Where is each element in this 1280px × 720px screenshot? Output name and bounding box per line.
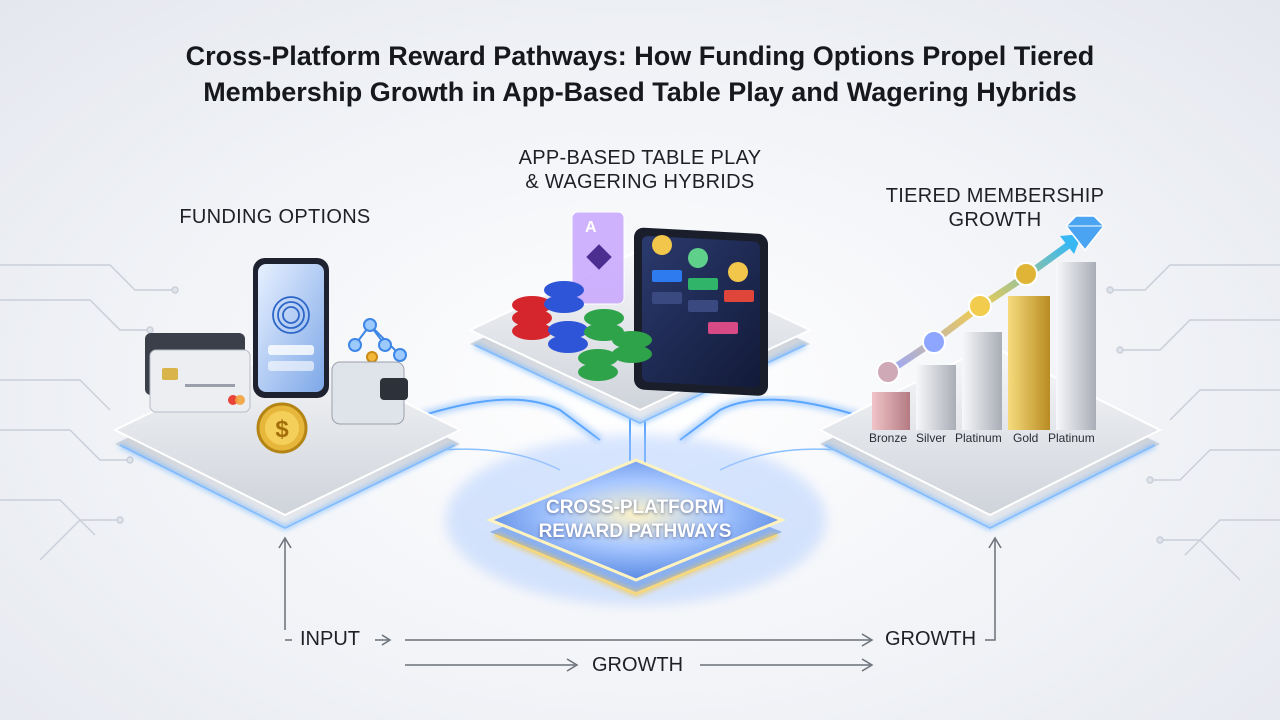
wallet-icon (331, 361, 408, 425)
tier-bars (872, 262, 1096, 430)
tier-bar-platinum-2 (1056, 262, 1096, 430)
tier-bar-bronze (872, 392, 910, 430)
tier-bar-gold (1008, 296, 1050, 430)
center-hub (446, 435, 826, 605)
flow-label-growth-right: GROWTH (885, 628, 977, 650)
tier-bar-silver (916, 365, 956, 430)
center-label-line-2: REWARD PATHWAYS (538, 521, 732, 542)
tier-label-platinum-1: Platinum (955, 431, 1002, 445)
flow-arrows (278, 536, 1002, 672)
center-label-line-1: CROSS-PLATFORM (545, 497, 725, 518)
table-play-label: APP-BASED TABLE PLAY & WAGERING HYBRIDS (480, 146, 800, 194)
credit-card-icon (145, 333, 251, 413)
svg-text:$: $ (275, 416, 289, 443)
flow-label-growth-bottom: GROWTH (592, 654, 684, 676)
membership-label-line-2: GROWTH (948, 209, 1042, 231)
tablet-icon (634, 227, 768, 396)
circuit-traces-right (1106, 264, 1280, 581)
poker-chip-icon (512, 281, 652, 381)
table-play-label-line-2: & WAGERING HYBRIDS (525, 171, 755, 193)
title-line-1: Cross-Platform Reward Pathways: How Fund… (185, 41, 1095, 71)
tier-label-silver: Silver (916, 431, 947, 445)
funding-options-label: FUNDING OPTIONS (179, 206, 371, 228)
network-icon (348, 318, 407, 363)
table-play-label-line-1: APP-BASED TABLE PLAY (518, 147, 762, 169)
flow-label-input: INPUT (300, 628, 360, 650)
dollar-coin-icon: $ (256, 402, 308, 454)
tier-label-gold: Gold (1013, 431, 1039, 445)
membership-label: TIERED MEMBERSHIP GROWTH (855, 184, 1135, 232)
circuit-traces-left (0, 264, 179, 561)
tier-bar-platinum-1 (962, 332, 1002, 430)
tier-label-platinum-2: Platinum (1048, 431, 1095, 445)
svg-text:A: A (585, 219, 597, 236)
tier-label-bronze: Bronze (869, 431, 908, 445)
smartphone-icon (253, 258, 329, 398)
playing-card-icon: A (571, 211, 625, 305)
center-hub-label: CROSS-PLATFORM REWARD PATHWAYS (500, 496, 770, 544)
diamond-icon (1064, 215, 1106, 252)
fingerprint-icon (272, 296, 310, 334)
membership-label-line-1: TIERED MEMBERSHIP (885, 185, 1105, 207)
page-title: Cross-Platform Reward Pathways: How Fund… (0, 38, 1280, 110)
star-icon (876, 262, 1038, 384)
title-line-2: Membership Growth in App-Based Table Pla… (203, 77, 1077, 107)
